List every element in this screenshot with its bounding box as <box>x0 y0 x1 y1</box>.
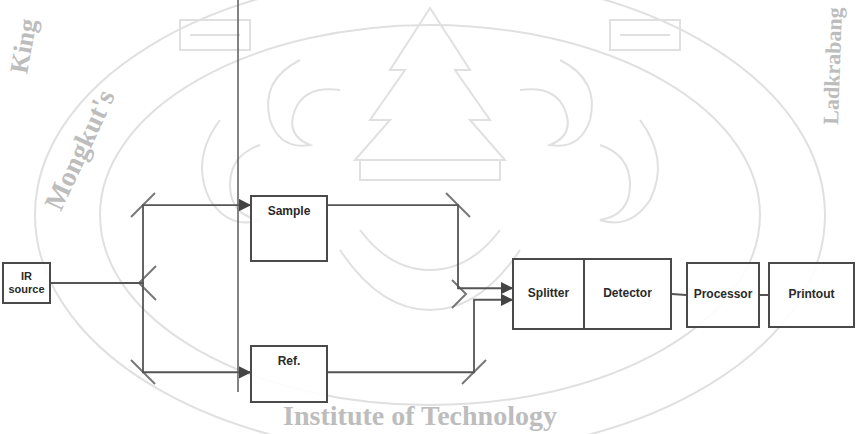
watermark-text: Institute of Technology <box>283 402 557 430</box>
box-label: Processor <box>694 288 753 302</box>
signal-line <box>760 294 768 296</box>
detector-box: Detector <box>583 258 672 330</box>
beam-path <box>51 283 250 372</box>
watermark-text: King <box>6 17 41 76</box>
sample-cell: Sample <box>250 195 328 262</box>
beam-path <box>328 205 512 288</box>
box-label: IR source <box>8 270 45 295</box>
beam-path <box>328 300 512 373</box>
reference-cell: Ref. <box>250 345 328 403</box>
source-box: IR source <box>2 262 51 304</box>
watermark-text: Mongkut's <box>40 86 120 215</box>
watermark-text: Ladkrabang <box>820 7 846 125</box>
beam-path <box>51 205 250 283</box>
chopper-line <box>237 0 239 392</box>
seal-ornament <box>35 0 825 434</box>
processor-box: Processor <box>686 262 760 328</box>
box-label: Sample <box>268 205 311 219</box>
box-label: Ref. <box>278 355 301 369</box>
printout-box: Printout <box>768 262 855 328</box>
splitter-box: Splitter <box>512 258 585 330</box>
signal-line <box>672 294 686 295</box>
box-label: Splitter <box>528 287 569 301</box>
box-label: Printout <box>789 288 835 302</box>
box-label: Detector <box>603 287 652 301</box>
